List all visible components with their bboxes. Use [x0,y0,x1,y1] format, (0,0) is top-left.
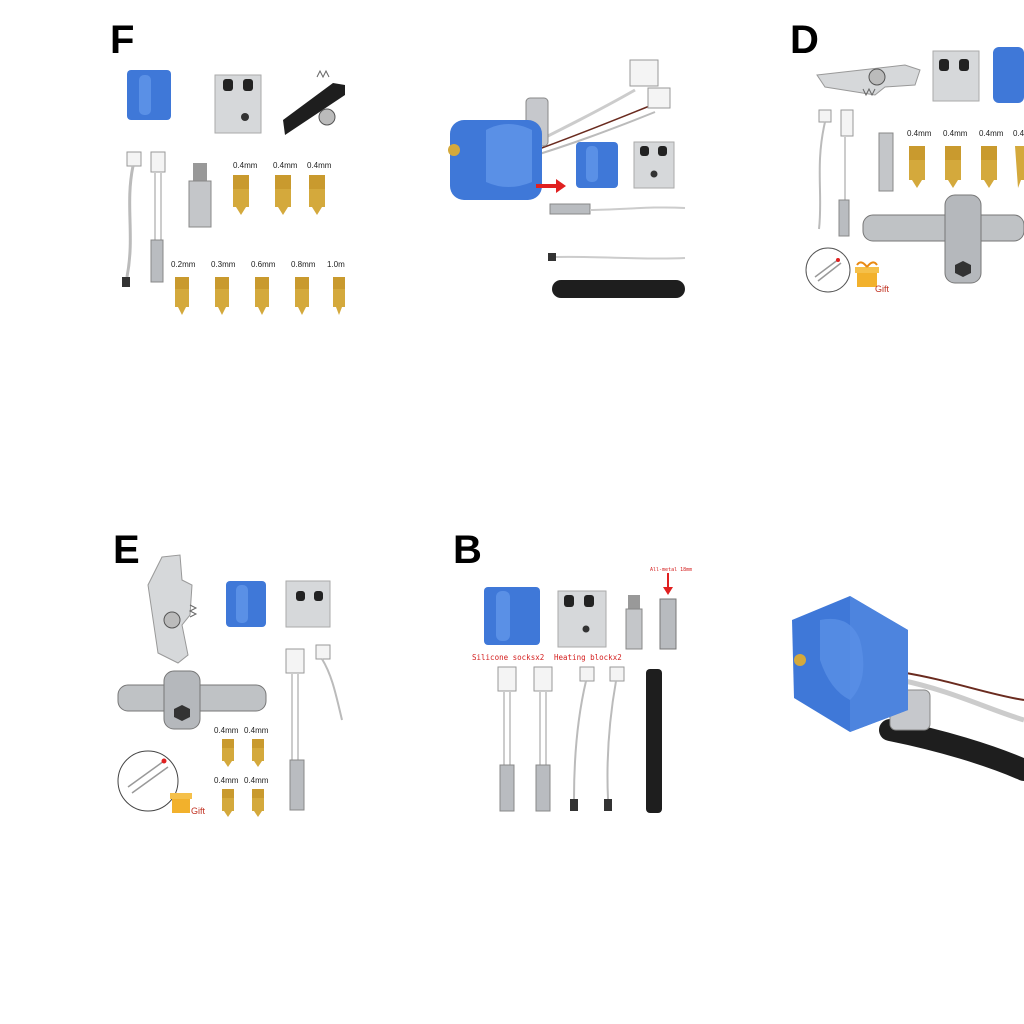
nozzle-size-label: 0.4mm [907,129,932,138]
panel-letter-e: E [113,528,140,572]
nozzle-size-label: 0.4mm [273,161,298,170]
nozzle-size-label: 1.0m [327,260,345,269]
panel-letter-f: F [110,18,135,62]
nozzle-size-label: 0.4 [1013,129,1024,138]
panel-letter-d: D [790,18,819,62]
silicone-sock-hotend [448,120,542,200]
nozzle-size-label: 0.6mm [251,260,276,269]
nozzle-size-label: 0.4mm [307,161,332,170]
hotend-assembly-illustration [448,59,686,298]
silicone-socks-label: Silicone socksx2 [472,653,545,662]
nozzle-size-label: 0.3mm [211,260,236,269]
nozzle-size-label: 0.4mm [943,129,968,138]
heat-break [188,163,212,228]
nozzle-size-label: 0.8mm [291,260,316,269]
panel-hotend-closeup [780,580,1024,781]
nozzle-size-label: 0.2mm [171,260,196,269]
panel-f: F [105,15,345,345]
nozzle-size-label: 0.4mm [233,161,258,170]
hotend-closeup-illustration [792,596,1024,781]
nozzle-wrench [117,670,267,730]
panel-e-illustration [117,554,343,817]
panel-letter-b: B [453,528,482,572]
nozzle-size-label: 0.4mm [244,776,269,785]
nozzle-size-label: 0.4mm [979,129,1004,138]
gift-label: Gift [191,806,206,816]
panel-d-illustration [805,47,1024,293]
nozzle-size-label: 0.4mm [214,726,239,735]
nozzle-size-label: 0.4mm [214,776,239,785]
all-metal-throat-label: All-metal 18mm [650,567,693,573]
thermistor [122,151,142,287]
panel-e: E 0.4m [110,525,350,855]
gift-label: Gift [875,284,890,294]
nozzle-wrench [862,194,1024,284]
panel-b-illustration [484,573,677,813]
nozzle-row-bottom [175,277,345,315]
silicone-sock-closeup [792,596,908,732]
heater-block [214,74,262,134]
nozzle-size-label: 0.4mm [244,726,269,735]
panel-d: D [785,15,1024,345]
heater-cartridge [150,151,166,283]
extruder-lever [283,69,345,135]
panel-b: B Silicone socksx2 Heating blo [450,525,693,855]
heating-block-label: Heating blockx2 [554,653,622,662]
panel-hotend-assembly [440,50,686,310]
silicone-sock [127,70,171,120]
red-arrow-icon [536,179,566,193]
nozzle-row-top [233,175,325,215]
panel-f-illustration [122,69,345,315]
